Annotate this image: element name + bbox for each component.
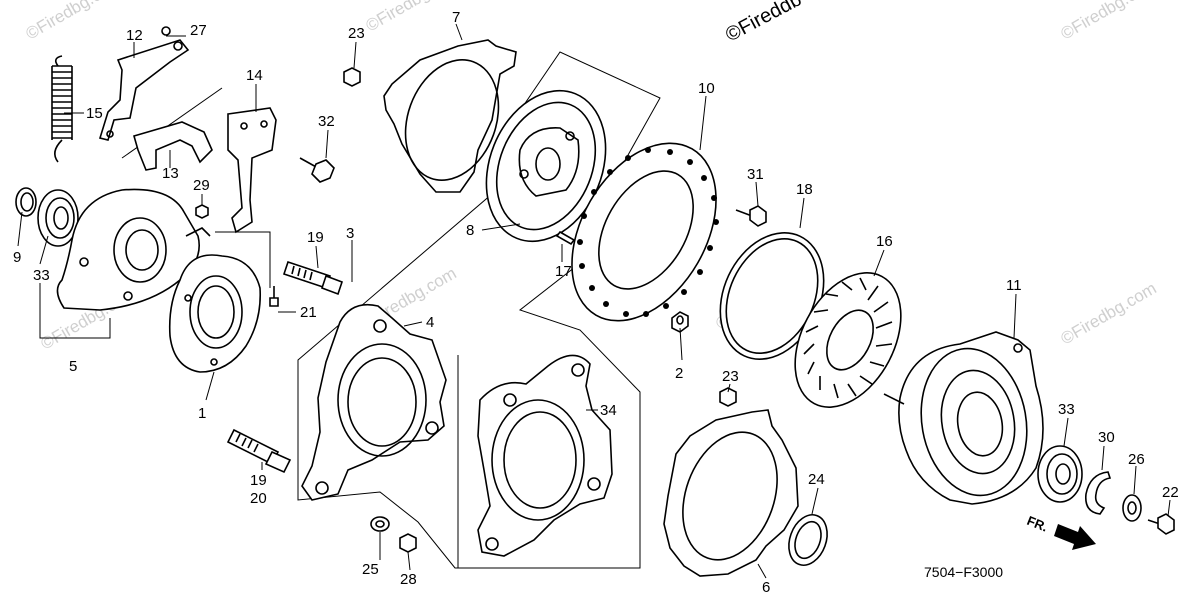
pin-17 — [555, 230, 576, 246]
plate-10 — [571, 142, 719, 322]
part-label-22: 22 — [1162, 484, 1179, 501]
part-label-3: 3 — [346, 225, 354, 242]
part-label-18: 18 — [796, 181, 813, 198]
bolt-31 — [735, 205, 767, 227]
part-label-19-upper: 19 — [307, 229, 324, 246]
part-label-6: 6 — [762, 579, 770, 596]
part-label-17: 17 — [555, 263, 572, 280]
bearing-33-right — [1037, 445, 1083, 503]
part-label-24: 24 — [808, 471, 825, 488]
part-label-14: 14 — [246, 67, 263, 84]
part-label-9: 9 — [13, 249, 21, 266]
part-label-5: 5 — [69, 358, 77, 375]
group-frames — [39, 51, 661, 569]
washer-25 — [370, 516, 390, 532]
front-arrow-icon — [1054, 524, 1096, 550]
bolt-21 — [269, 286, 279, 307]
watermark: ©Firedbg.com — [363, 0, 465, 35]
bolt-22 — [1147, 513, 1175, 535]
part-label-16: 16 — [876, 233, 893, 250]
part-label-23-upper: 23 — [348, 25, 365, 42]
bracket-12 — [98, 39, 190, 141]
bracket-5 — [39, 283, 111, 339]
bolt-32 — [299, 157, 335, 183]
part-labels: 1 2 3 4 5 6 7 8 9 10 11 12 13 14 15 16 1… — [13, 9, 1179, 596]
stud-19-20-lower — [226, 428, 292, 474]
part-label-4: 4 — [426, 314, 434, 331]
watermark: ©Firedbg.com — [1058, 0, 1160, 43]
part-label-25: 25 — [362, 561, 379, 578]
diagram-code: 7504−F3000 — [924, 564, 1003, 580]
part-label-33-left: 33 — [33, 267, 50, 284]
part-label-15: 15 — [86, 105, 103, 122]
washer-27 — [161, 26, 171, 36]
leader-lines — [17, 23, 1171, 579]
o-ring-24 — [788, 514, 828, 566]
part-label-2: 2 — [675, 365, 683, 382]
front-direction-indicator: FR. — [1025, 513, 1096, 550]
part-label-33-right: 33 — [1058, 401, 1075, 418]
o-ring-18 — [719, 232, 825, 360]
seal-9 — [15, 187, 37, 217]
part-label-20: 20 — [250, 490, 267, 507]
part-label-31: 31 — [747, 166, 764, 183]
part-label-27: 27 — [190, 22, 207, 39]
part-label-13: 13 — [162, 165, 179, 182]
stay-14 — [227, 107, 277, 234]
drum-11 — [883, 331, 1044, 505]
part-label-12: 12 — [126, 27, 143, 44]
part-label-32: 32 — [318, 113, 335, 130]
part-label-11: 11 — [1006, 277, 1022, 294]
frame-line-1 — [215, 231, 271, 288]
part-label-8: 8 — [466, 222, 474, 239]
bracket-13 — [133, 121, 213, 171]
nut-23-lower — [719, 387, 737, 407]
part-label-1: 1 — [198, 405, 206, 422]
bushing-2 — [671, 311, 689, 333]
housing-1 — [168, 254, 262, 373]
spring-15 — [51, 55, 73, 163]
nut-28 — [399, 533, 417, 553]
plate-6 — [663, 409, 799, 577]
washer-26 — [1122, 494, 1142, 522]
part-label-30: 30 — [1098, 429, 1115, 446]
stud-19-upper — [282, 260, 344, 296]
spring-plate-16 — [794, 272, 902, 408]
nut-29 — [195, 204, 209, 219]
part-label-23-lower: 23 — [722, 368, 739, 385]
part-label-7: 7 — [452, 9, 460, 26]
watermark: ©Firedbg.com — [1058, 279, 1160, 349]
clutch-disc-8 — [485, 89, 607, 243]
part-label-28: 28 — [400, 571, 417, 588]
part-label-26: 26 — [1128, 451, 1145, 468]
part-label-21: 21 — [300, 304, 317, 321]
plate-34 — [477, 354, 613, 557]
plate-7 — [383, 39, 517, 193]
part-label-29: 29 — [193, 177, 210, 194]
circlip-30 — [1084, 471, 1112, 515]
plate-4 — [301, 303, 447, 501]
front-label: FR. — [1025, 513, 1050, 535]
nut-23-upper — [343, 67, 361, 87]
part-label-19-lower: 19 — [250, 472, 267, 489]
watermark: ©Firedbg.com — [23, 0, 125, 43]
part-label-34: 34 — [600, 402, 617, 419]
bearing-33-left — [37, 189, 79, 247]
frame-clutch-plates — [297, 51, 661, 569]
copyright-text: ©Fireddb — [722, 0, 805, 46]
part-label-10: 10 — [698, 80, 715, 97]
